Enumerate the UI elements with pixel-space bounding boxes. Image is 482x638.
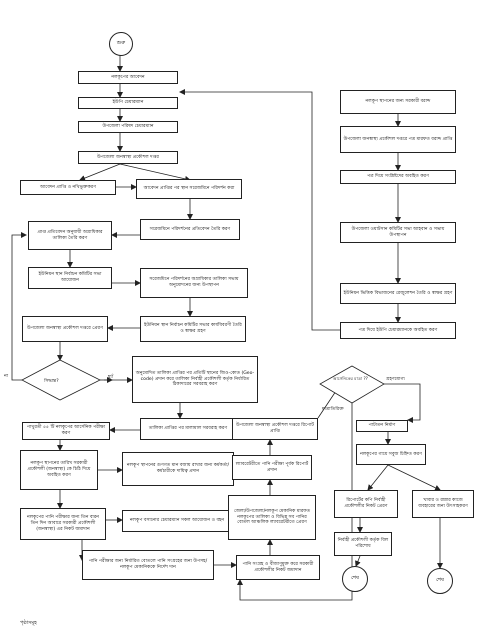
step-platform: পাটাতন নির্মাণ [356, 420, 408, 432]
end-node-left: শেষ [342, 566, 368, 592]
step-geo-code: অনুমোদিত তালিকা প্রাপ্তির পর প্রতিটি স্থ… [132, 356, 258, 403]
step-green-mark: নলকূপের গায়ে সবুজ চিহ্নিত করণ [356, 444, 426, 465]
step-submit-samples: নলকূপের পানি পরীক্ষার জন্য তিন বারন তিন … [20, 508, 106, 540]
arrow [380, 383, 421, 423]
decision-1-label: সিদ্ধান্ত? [44, 379, 59, 384]
step-arsenic-test: পাথুরতী ৫৫ টি নলকূপের আর্সেনিক পরীক্ষা ক… [22, 422, 110, 440]
footer-text: পৃষ্ঠাসমূহ [20, 620, 37, 626]
arrow [179, 89, 340, 331]
step-meeting-minutes: ইউনিয়ন স্থান নির্বাচন কমিটির সভার কার্য… [140, 316, 246, 342]
decision-diamond-2 [319, 365, 385, 404]
step-inform-concerned: পত্র দিয়ে সংশ্লিষ্টদের অবহিত করণ [340, 170, 456, 184]
arrow [387, 464, 441, 491]
step-dphe-office: উপজেলা জনস্বাস্থ্য প্রকৌশল দপ্তর [78, 151, 178, 164]
step-site-visit: আবেদন প্রাপ্তির পর স্থান সরেজমিনে পরিদর্… [136, 179, 242, 199]
step-notify-date: নলকূপ স্থাপনের তারিখ সরকারী প্রকৌশলী (জন… [20, 450, 98, 490]
step-send-dphe: উপজেলা জনস্বাস্থ্য প্রকৌশল দপ্তরে প্রেরণ [22, 316, 108, 342]
step-application: নলকূপের আবেদন [78, 71, 178, 84]
start-node: শুরু [109, 32, 133, 56]
step-report-copy: রিপোর্টের কপি নির্বাহী প্রকৌশলীর নিকট প্… [334, 490, 398, 518]
edge-label-excess: মাত্রাতিরিক্ত [322, 407, 344, 412]
decision-2-label: আর্সেনিকের মাত্রা ?? [333, 376, 368, 381]
step-send-laboratory: জেলা/উপজেলা/নলকূপ মেকানিক মারফত নলকূপের … [228, 495, 316, 540]
edge-label-acceptable: গ্রহণযোগ্য [386, 377, 405, 382]
decision-diamond-1 [21, 359, 101, 401]
step-collect-disinfect: পানি সংগ্রহ ও বীজাণুমুক্ত করে সরকারী প্র… [236, 555, 320, 580]
step-inform-up-chairman: পত্র দিয়ে ইউপি চেয়ারম্যানকে অবহিত করণ [340, 322, 456, 339]
arrow [355, 555, 361, 567]
step-visit-report: সরেজমিনে পরিদর্শনের প্রতিবেদন তৈরি করণ [140, 219, 240, 240]
step-receive-record: আবেদন প্রাপ্তি ও নথিভুক্তকরণ [20, 180, 116, 195]
step-upazila-chairman: উপজেলা পরিষদ চেয়ারম্যান [78, 121, 178, 133]
end-node-right: শেষ [427, 568, 453, 594]
step-up-chairman: ইউপি চেয়ারম্যান [78, 97, 178, 109]
step-collect-instruction: পানি পরীক্ষার জন্য নির্ধারিত বোতলে পানি … [82, 550, 214, 580]
step-union-meeting: ইউনিয়ন স্থান নির্বাচন কমিটির সভা আয়োজন [28, 267, 112, 289]
step-assign-staff: নলকূপ স্থাপনের গুণগত মান বজায় রাখার জন্… [122, 452, 234, 486]
arrow [367, 464, 389, 491]
edge-label-no: না [4, 374, 9, 379]
step-receive-allocation: উপজেলা জনস্বাস্থ্য প্রকৌশল দপ্তরে পত্র ম… [340, 126, 456, 153]
step-list-approval: সরেজমিনে পরিদর্শনের অগ্রাধিকার তালিকা সভ… [140, 268, 248, 298]
arrow [119, 163, 191, 182]
step-union-resolution: ইউনিয়ন ভিত্তিক বিভাজনের রেজুলেশন তৈরি ও… [340, 283, 456, 304]
arrow [11, 232, 27, 381]
step-receive-report: উপজেলা জনস্বাস্থ্য প্রকৌশল দপ্তরে রিপোর্… [232, 418, 318, 440]
step-chairman-arrange: নলকূপ বসানোর চেয়ারম্যান সকল আয়োজন ও বহ… [122, 510, 232, 532]
step-watsan-meeting: উপজেলা ওয়াটসান কমিটির সভা আহবান ও সভায়… [340, 222, 456, 243]
step-encourage-use: খাবার ও রান্নার কাজে ব্যবহারের জন্য উৎসা… [412, 490, 474, 518]
step-lab-report: ল্যাবরেটরীতে পানি পরীক্ষা পূর্বক রিপোর্ট… [232, 455, 312, 480]
edge-label-yes: হ্যাঁ [108, 375, 114, 380]
step-priority-list: প্রাপ্ত প্রতিবেদন অনুযায়ী অগ্রাধিকার তা… [28, 221, 112, 250]
step-bill-payment: নির্বাহী প্রকৌশলী কর্তৃক বিল পরিশোধ [334, 532, 392, 556]
step-supply-material: তালিকা প্রাপ্তির পর মালামাল সরবরাহ করণ [140, 418, 236, 440]
step-govt-allocation: নলকূপ স্থাপনের জন্য সরকারী বরাদ্দ [340, 90, 456, 114]
arrow [79, 163, 121, 181]
